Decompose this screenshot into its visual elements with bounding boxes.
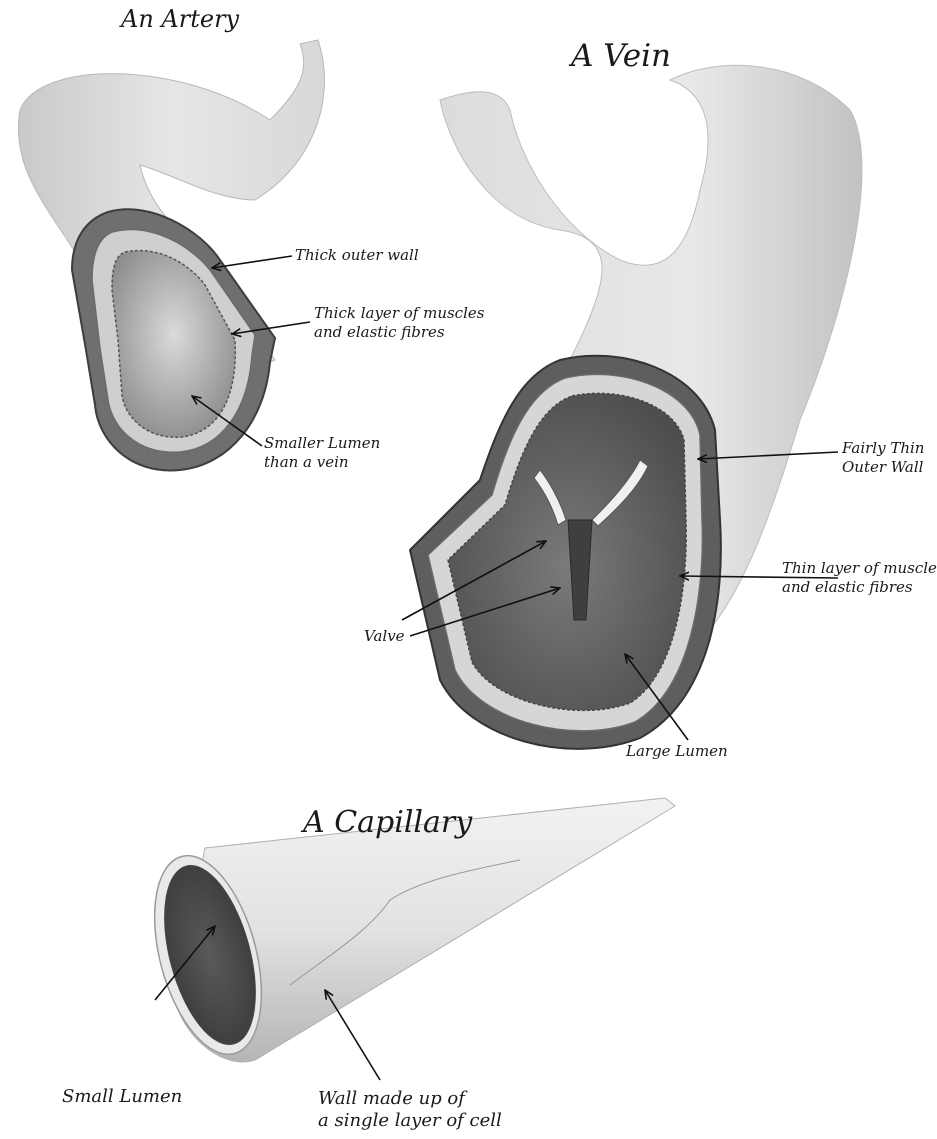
capillary-title: A Capillary (303, 805, 472, 840)
artery-drawing (18, 40, 324, 470)
vein-title: A Vein (571, 38, 671, 74)
artery-lumen-label: Smaller Lumen than a vein (264, 434, 380, 472)
vein-valve-label: Valve (364, 627, 405, 646)
capillary-wall-label: Wall made up of a single layer of cell (318, 1088, 502, 1132)
vein-muscle-layer-label: Thin layer of muscle and elastic fibres (782, 559, 937, 597)
vein-outer-wall-label: Fairly Thin Outer Wall (842, 439, 924, 477)
capillary-lumen-label: Small Lumen (62, 1086, 182, 1108)
artery-title: An Artery (121, 5, 239, 33)
vein-drawing (410, 65, 862, 749)
arrow-artery-outer-wall (212, 256, 292, 268)
arrow-capillary-wall (325, 990, 380, 1080)
artery-muscle-layer-label: Thick layer of muscles and elastic fibre… (314, 304, 484, 342)
vein-lumen (448, 393, 686, 710)
vein-lumen-label: Large Lumen (626, 742, 728, 761)
artery-outer-wall-label: Thick outer wall (295, 246, 419, 265)
